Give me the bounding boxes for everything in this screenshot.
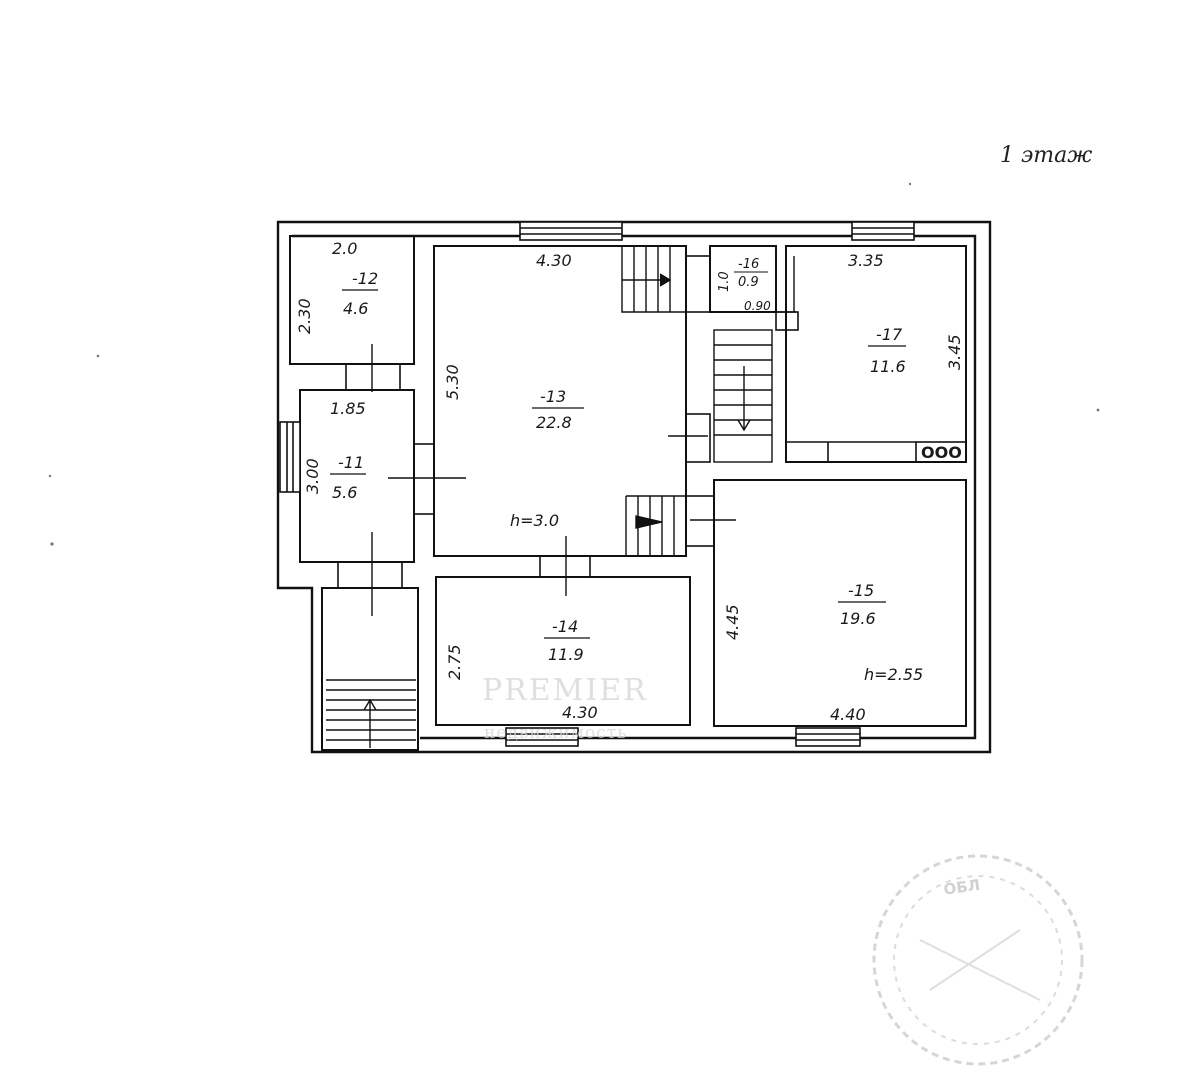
room-17-width: 3.35 <box>848 251 884 270</box>
room-12-height: 2.30 <box>295 298 314 334</box>
room-13-width: 4.30 <box>536 251 572 270</box>
window-left-11 <box>279 421 301 493</box>
windows <box>279 221 915 747</box>
room-15-width: 4.40 <box>830 705 866 724</box>
floor-title: 1 этаж <box>1000 143 1092 168</box>
room-17-area: 11.6 <box>870 357 906 376</box>
room-11-width: 1.85 <box>330 399 366 418</box>
room-12-number: -12 <box>352 269 378 288</box>
watermark-line1: PREMIER <box>482 673 648 708</box>
official-stamp: ОБЛ <box>872 854 1084 1066</box>
room-15: -15 19.6 h=2.55 4.40 4.45 <box>723 581 923 724</box>
room-11-height: 3.00 <box>303 458 322 494</box>
room-11-number: -11 <box>338 453 364 472</box>
scan-specks <box>48 182 1100 546</box>
room-11: 1.85 -11 5.6 3.00 <box>303 399 366 502</box>
room-14-height-dim: 2.75 <box>445 644 464 680</box>
room-13-number: -13 <box>540 387 566 406</box>
room-17: 3.35 -17 11.6 3.45 <box>848 251 964 376</box>
stairs <box>326 246 796 748</box>
stair-central <box>713 329 773 463</box>
stove-label: OOO <box>921 443 962 462</box>
room-15-number: -15 <box>848 581 874 600</box>
window-bottom-15 <box>795 727 861 747</box>
room-11-area: 5.6 <box>332 483 357 502</box>
room-16: -16 0.9 0.90 1.0 <box>717 257 771 313</box>
room-15-ceiling: h=2.55 <box>864 665 923 684</box>
watermark-line2: недвижимость <box>484 723 627 743</box>
stair-top <box>621 246 686 313</box>
stair-bottom <box>625 495 686 557</box>
window-top-17 <box>851 221 915 241</box>
room-14-width: 4.30 <box>562 703 598 722</box>
watermark-logo: PREMIER недвижимость <box>482 673 648 743</box>
room-17-number: -17 <box>876 325 903 344</box>
room-16-number: -16 <box>738 257 759 272</box>
room-15-outline <box>713 479 967 727</box>
doors <box>337 255 967 589</box>
room-15-height-dim: 4.45 <box>723 604 742 640</box>
room-14-area: 11.9 <box>548 645 584 664</box>
room-13-area: 22.8 <box>536 413 572 432</box>
room-13-ceiling: h=3.0 <box>510 511 559 530</box>
room-17-height-dim: 3.45 <box>945 334 964 370</box>
outer-walls <box>276 220 992 754</box>
room-15-area: 19.6 <box>840 609 876 628</box>
room-13: 4.30 -13 22.8 5.30 h=3.0 <box>443 251 584 530</box>
stamp-text: ОБЛ <box>942 876 981 899</box>
room-16-area: 0.9 <box>738 275 759 290</box>
room-14-number: -14 <box>552 617 578 636</box>
room-16-width: 0.90 <box>744 299 771 313</box>
room-12: 2.0 -12 4.6 2.30 <box>295 239 378 334</box>
room-17-outline <box>785 245 967 463</box>
window-top-13 <box>519 221 623 241</box>
room-16-height-dim: 1.0 <box>717 271 732 292</box>
room-13-height-dim: 5.30 <box>443 364 462 400</box>
room-12-area: 4.6 <box>343 299 368 318</box>
room-12-width: 2.0 <box>332 239 357 258</box>
stair-bottom-left <box>326 679 416 748</box>
window-bottom-14 <box>505 727 579 747</box>
room-14: -14 11.9 4.30 2.75 <box>445 617 598 722</box>
